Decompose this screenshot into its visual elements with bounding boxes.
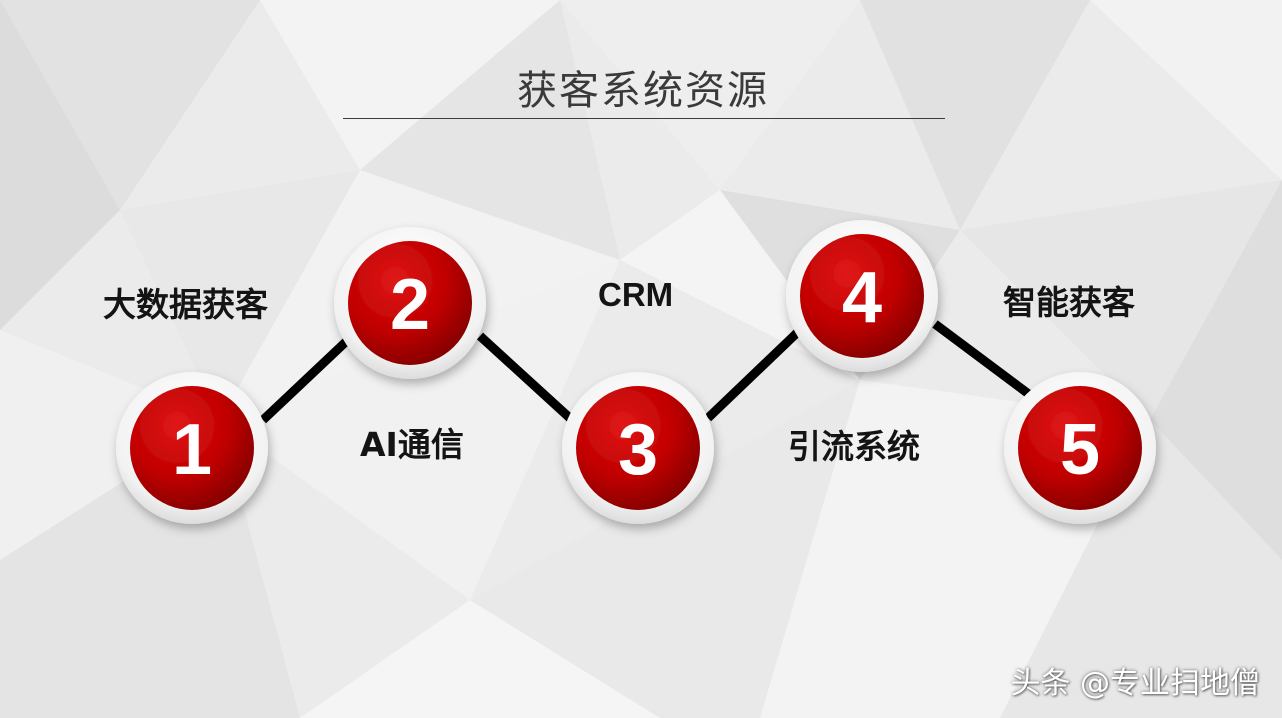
node-label-5: 智能获客 — [1003, 283, 1135, 322]
node-circle-3 — [562, 372, 714, 524]
node-label-4: 引流系统 — [788, 427, 920, 466]
node-circle-2 — [334, 227, 486, 379]
node-label-2: AI通信 — [360, 425, 464, 464]
watermark-text: 头条 @专业扫地僧 — [1010, 666, 1260, 701]
node-number-1: 1 — [172, 410, 212, 490]
connector-4-5 — [932, 320, 1033, 399]
connector-2-3 — [476, 332, 576, 424]
connector-lines — [259, 320, 1033, 424]
node-circle-4 — [786, 220, 938, 372]
title-underline — [343, 118, 945, 119]
node-circle-1 — [116, 372, 268, 524]
node-number-3: 3 — [618, 410, 658, 490]
page-title: 获客系统资源 — [517, 68, 769, 114]
node-label-3: CRM — [598, 276, 674, 313]
connector-3-4 — [704, 326, 804, 422]
connector-1-2 — [259, 332, 356, 424]
node-number-2: 2 — [390, 265, 430, 345]
node-number-5: 5 — [1060, 410, 1100, 490]
node-circle-5 — [1004, 372, 1156, 524]
node-number-4: 4 — [842, 258, 882, 338]
node-label-1: 大数据获客 — [103, 285, 268, 324]
